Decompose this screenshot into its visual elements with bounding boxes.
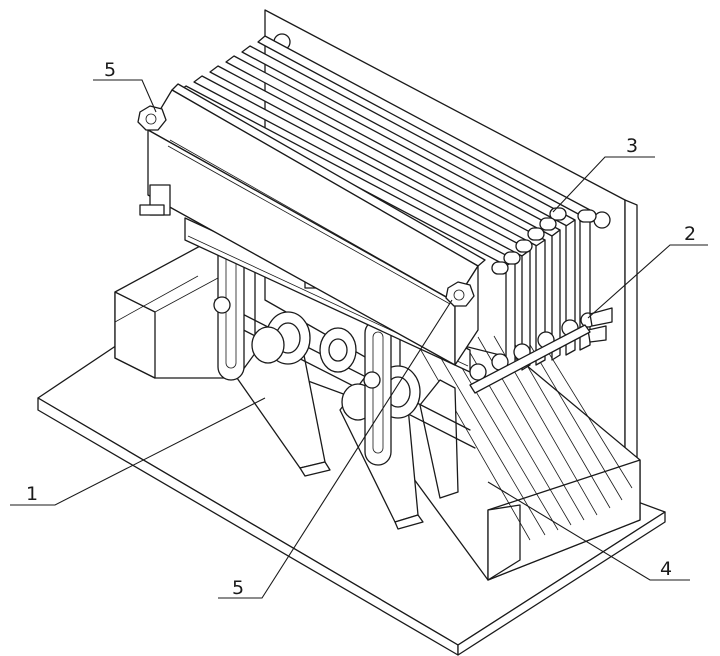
leader-5-top [93, 80, 156, 112]
callout-5-top: 5 [104, 59, 116, 81]
callout-4: 4 [660, 558, 672, 580]
callout-2: 2 [684, 223, 696, 245]
callout-1: 1 [26, 483, 38, 505]
callout-3: 3 [626, 135, 638, 157]
callout-5-bottom: 5 [232, 577, 244, 599]
